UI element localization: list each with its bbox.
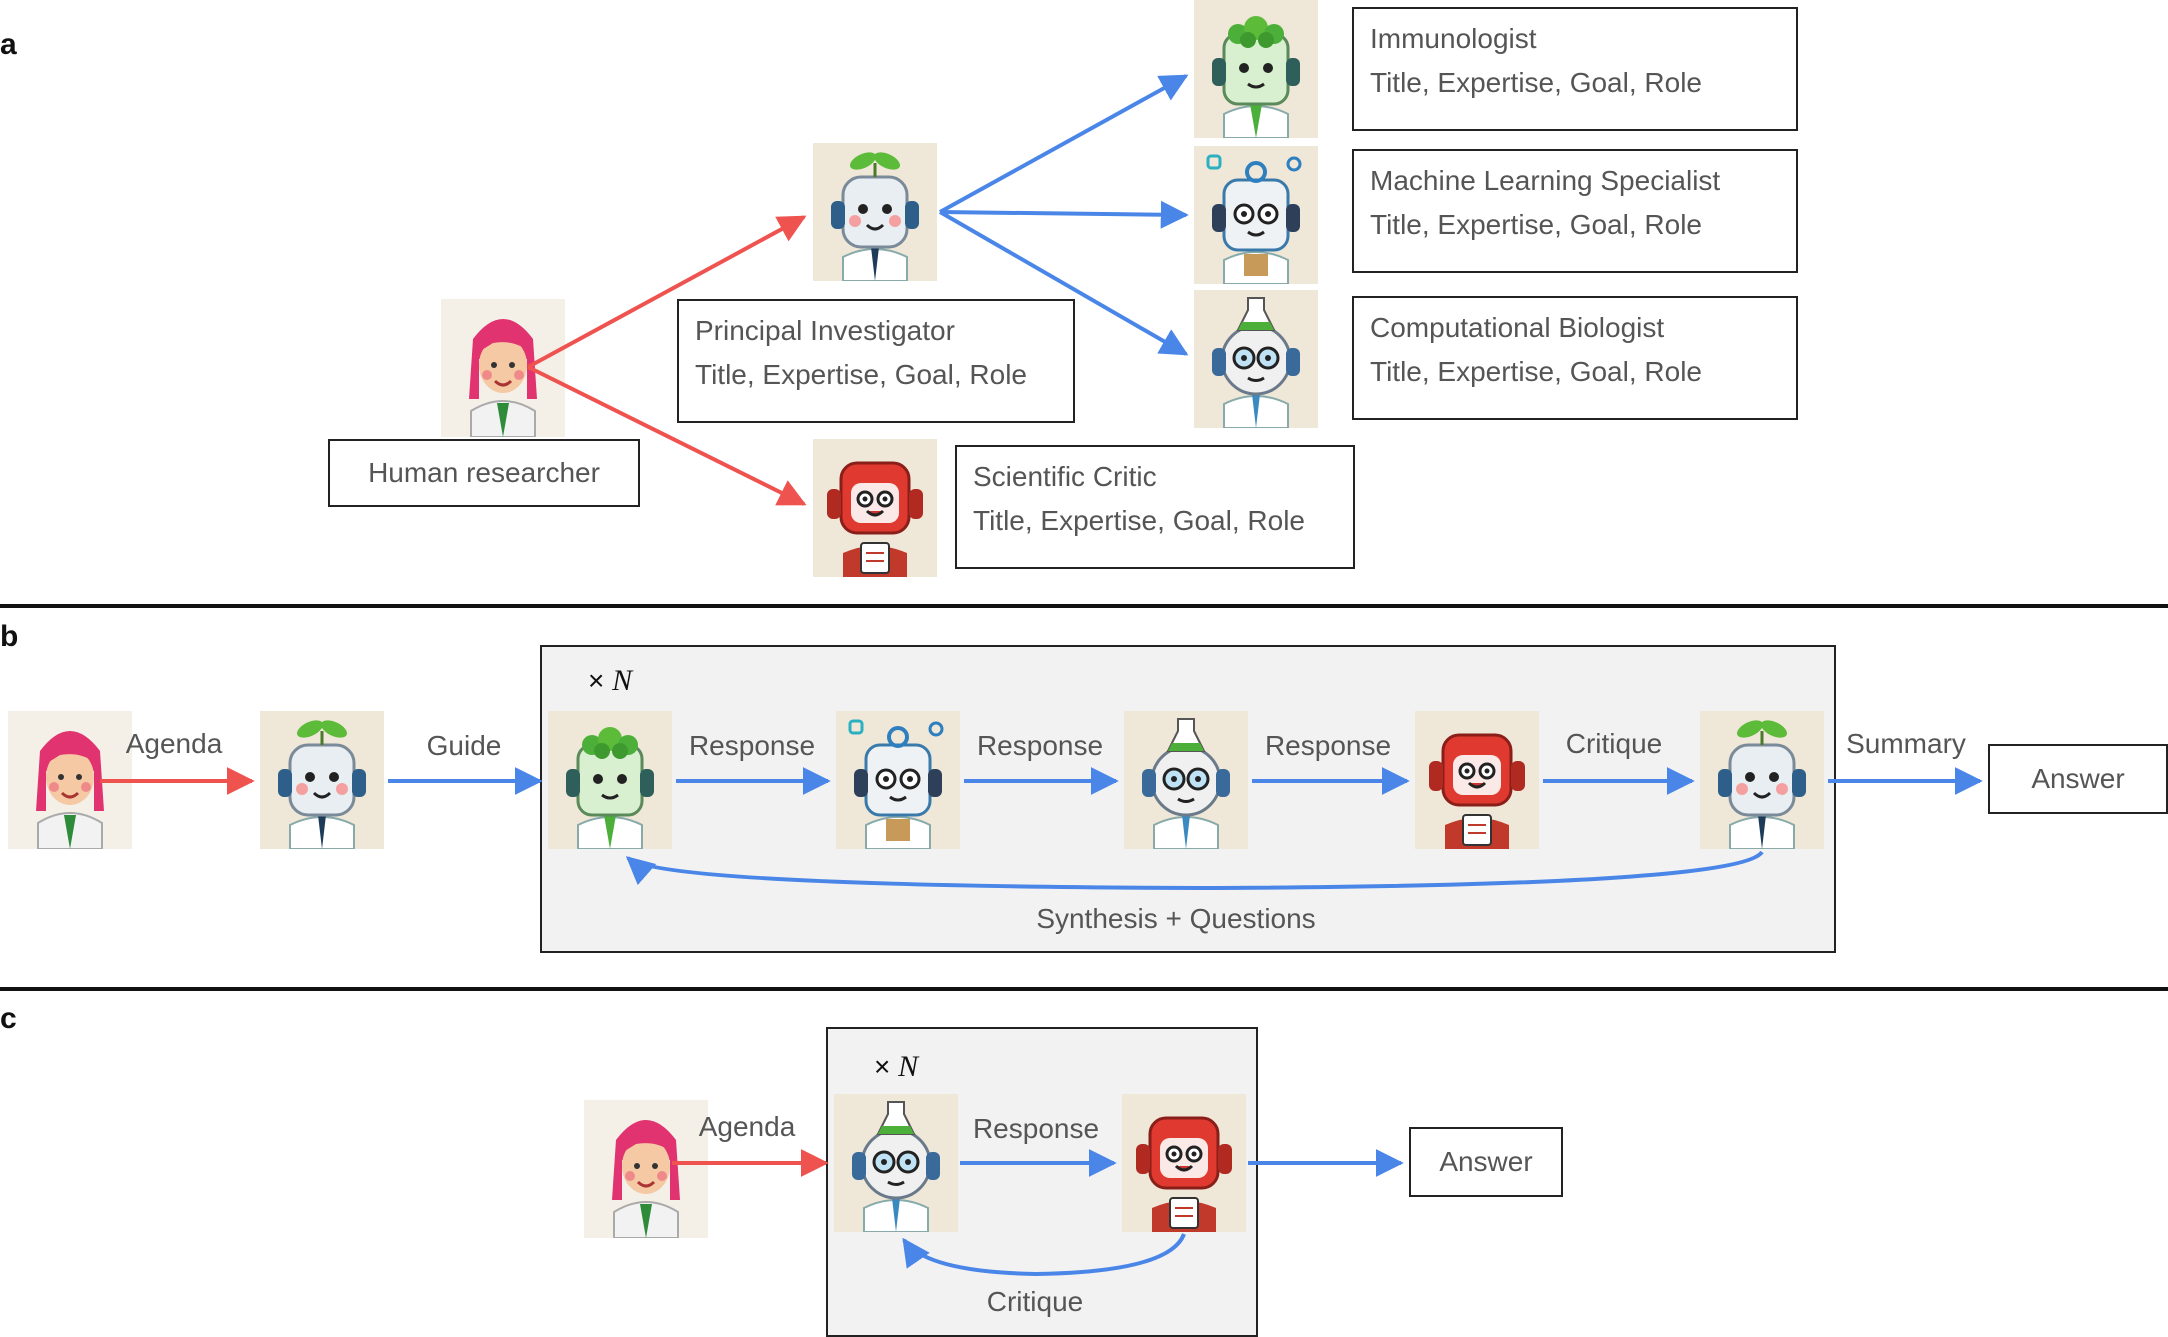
c-agenda-label: Agenda — [698, 1111, 796, 1142]
b-guide-label: Guide — [426, 730, 502, 761]
c-critique-label: Critique — [986, 1286, 1084, 1317]
critic-title: Scientific Critic — [973, 461, 1157, 492]
b-agenda-label: Agenda — [125, 728, 223, 759]
panel-c-loop-label: × N — [874, 1050, 918, 1084]
c-answer-label: Answer — [1439, 1146, 1533, 1177]
immunologist-title: Immunologist — [1370, 23, 1537, 54]
c-arrow-critique-loop — [902, 1233, 1186, 1277]
b-response-label-2: Response — [976, 730, 1104, 761]
b-arrow-synthesis-loop — [625, 850, 1764, 891]
critic-attributes: Title, Expertise, Goal, Role — [973, 505, 1305, 536]
pi-box: Principal Investigator Title, Expertise,… — [677, 299, 1075, 423]
panel-b-loop-variable: N — [612, 664, 633, 697]
compbio-title: Computational Biologist — [1370, 312, 1665, 343]
b-synthesis-label: Synthesis + Questions — [1036, 903, 1316, 934]
pi-title: Principal Investigator — [695, 315, 955, 346]
a-arrow-pi-to-ml — [939, 200, 1189, 229]
b-response-label-3: Response — [1264, 730, 1392, 761]
panel-b-loop-prefix: × — [588, 665, 613, 696]
compbio-box: Computational Biologist Title, Expertise… — [1352, 296, 1798, 420]
panel-b-loop-label: × N — [588, 664, 632, 698]
b-answer-label: Answer — [2031, 763, 2125, 794]
pi-attributes: Title, Expertise, Goal, Role — [695, 359, 1027, 390]
panel-c-loop-prefix: × — [874, 1051, 899, 1082]
a-arrow-pi-to-immunologist — [939, 74, 1189, 214]
panel-b-letter: b — [0, 620, 19, 653]
c-response-label: Response — [972, 1113, 1100, 1144]
b-answer-box: Answer — [1988, 744, 2168, 814]
ml-attributes: Title, Expertise, Goal, Role — [1370, 209, 1702, 240]
c-answer-box: Answer — [1409, 1127, 1563, 1197]
a-arrow-human-to-critic — [527, 365, 807, 506]
a-arrow-human-to-pi — [527, 215, 807, 369]
human-researcher-label: Human researcher — [368, 457, 600, 488]
panel-c-letter: c — [0, 1002, 17, 1035]
b-summary-label: Summary — [1846, 728, 1966, 759]
panel-a-letter: a — [0, 28, 17, 61]
divider-a-b — [0, 604, 2168, 608]
critic-box: Scientific Critic Title, Expertise, Goal… — [955, 445, 1355, 569]
a-arrow-pi-to-compbio — [939, 210, 1189, 356]
ml-box: Machine Learning Specialist Title, Exper… — [1352, 149, 1798, 273]
b-response-label-1: Response — [688, 730, 816, 761]
panel-c-loop-variable: N — [898, 1050, 919, 1083]
compbio-attributes: Title, Expertise, Goal, Role — [1370, 356, 1702, 387]
immunologist-attributes: Title, Expertise, Goal, Role — [1370, 67, 1702, 98]
human-researcher-box: Human researcher — [328, 439, 640, 507]
ml-title: Machine Learning Specialist — [1370, 165, 1721, 196]
immunologist-box: Immunologist Title, Expertise, Goal, Rol… — [1352, 7, 1798, 131]
b-critique-label: Critique — [1565, 728, 1663, 759]
divider-b-c — [0, 987, 2168, 991]
